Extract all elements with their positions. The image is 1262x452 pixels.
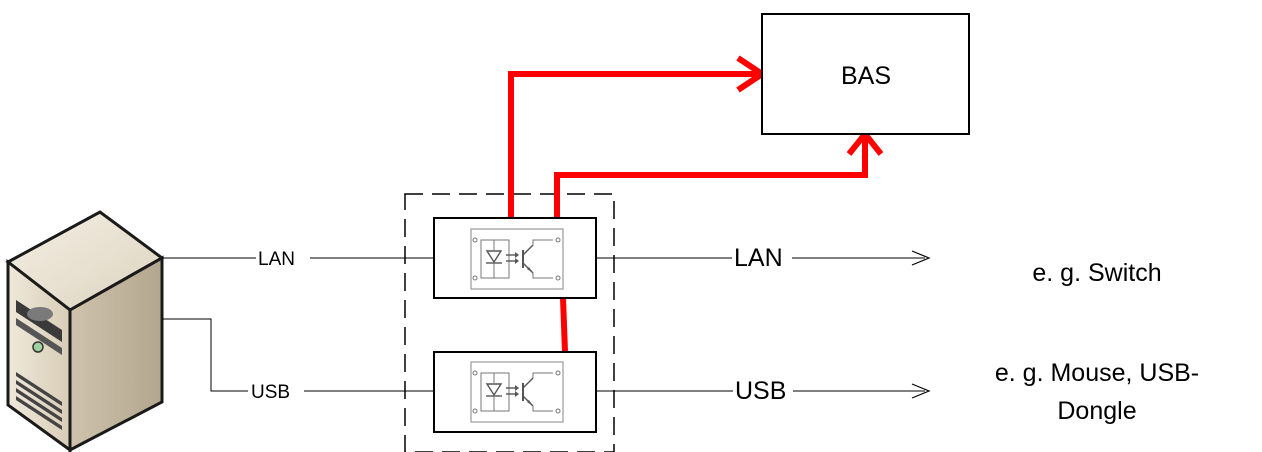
usb-output-label: USB [735,377,786,405]
lan-input-label-bg [256,246,310,270]
usb-target-label-line2: Dongle [1057,397,1136,425]
usb-input-label-bg [248,379,304,403]
usb-isolator [433,351,597,433]
server-tower-icon [5,210,165,452]
lan-output-label-bg [732,244,792,272]
usb-input-line [162,318,434,392]
lan-isolator [433,217,597,299]
lan-target-label: e. g. Switch [1032,259,1161,287]
lan-arrow-head [911,250,931,266]
usb-target-label-line1: e. g. Mouse, USB- [995,359,1199,387]
usb-arrow-head [911,383,931,399]
lan-input-label: LAN [258,249,295,270]
usb-output-label-bg [733,377,793,405]
lan-output-label: LAN [734,244,783,272]
bas-box [761,13,970,135]
bas-label: BAS [841,62,891,90]
usb-input-label: USB [251,382,290,403]
isolation-enclosure [404,193,615,452]
